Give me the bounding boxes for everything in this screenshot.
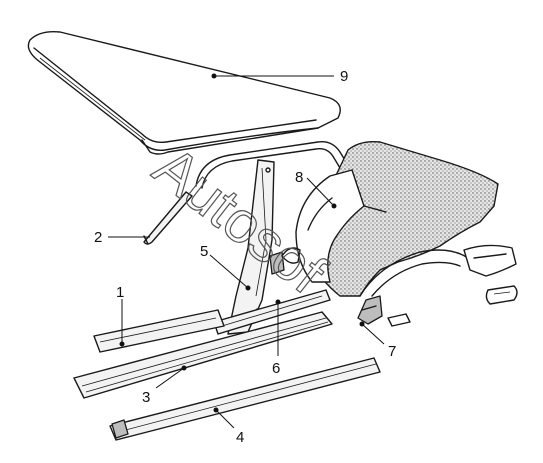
callout-1: 1: [116, 284, 125, 347]
callout-label-9: 9: [340, 68, 348, 85]
callout-label-2: 2: [94, 229, 102, 246]
part-3-rocker-panel: [73, 311, 333, 399]
callout-label-4: 4: [236, 429, 244, 446]
callout-5: 5: [200, 243, 251, 291]
roof-frame-rail: [195, 141, 379, 219]
callout-label-6: 6: [272, 360, 280, 377]
part-4-outer-sill-cover: [109, 357, 381, 441]
part-1-sill-front: [93, 309, 225, 353]
callout-label-3: 3: [142, 389, 150, 406]
callout-label-7: 7: [388, 343, 396, 360]
part-9-roof-panel: [27, 30, 341, 155]
callout-3: 3: [142, 365, 187, 406]
callout-4: 4: [213, 407, 244, 446]
rear-brackets: [387, 285, 518, 327]
callout-label-8: 8: [295, 169, 303, 186]
callout-2: 2: [94, 229, 150, 246]
callout-6: 6: [272, 299, 281, 377]
callout-label-5: 5: [200, 243, 208, 260]
part-7-filler-cover: [357, 295, 383, 325]
callout-label-1: 1: [116, 284, 124, 301]
part-8-rear-quarter-panel: [281, 140, 517, 297]
callout-8: 8: [295, 169, 337, 209]
callout-9: 9: [211, 68, 348, 85]
callout-7: 7: [359, 321, 396, 360]
part-6-inner-sill-rail: [213, 289, 331, 335]
